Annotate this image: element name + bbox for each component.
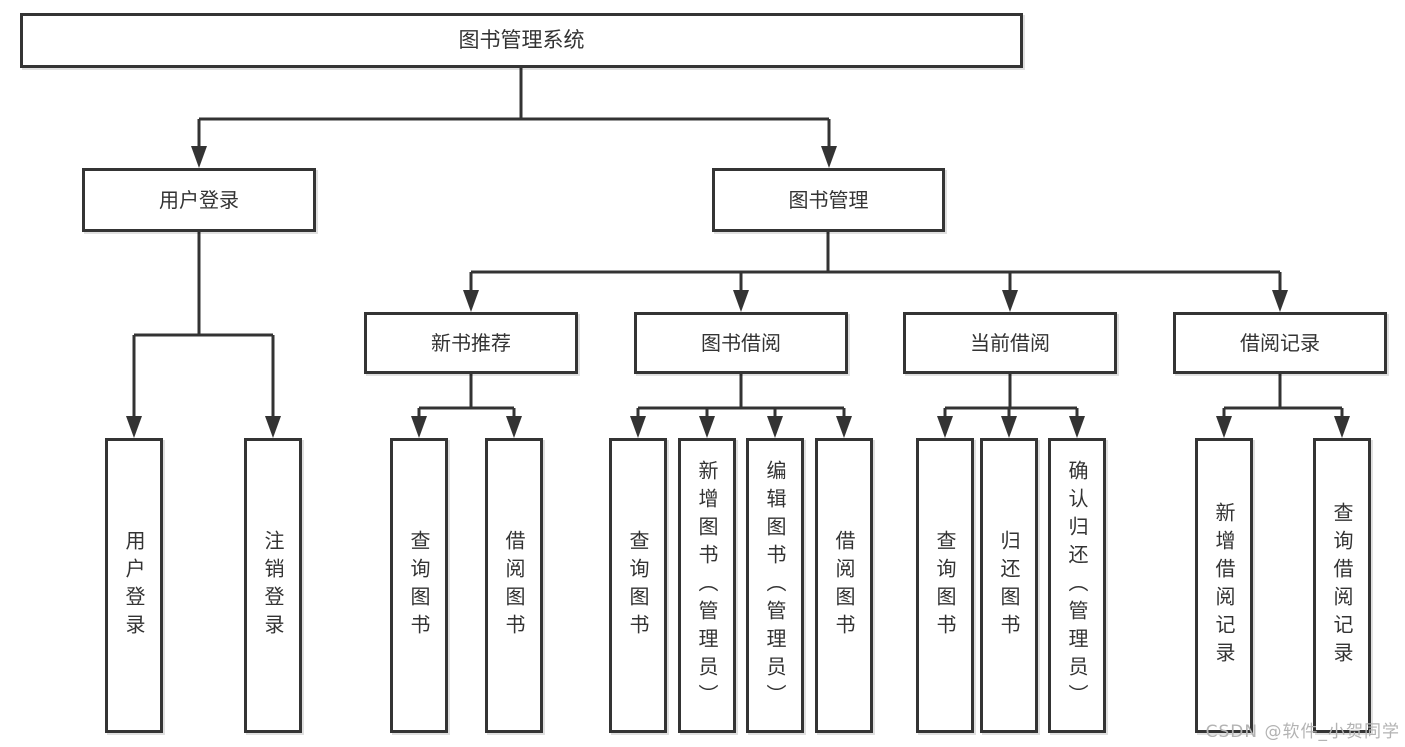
leaf-query-books-current: 查询图书: [916, 438, 974, 733]
node-book-borrow: 图书借阅: [634, 312, 848, 374]
leaf-add-book-admin: 新增图书（管理员）: [678, 438, 736, 733]
leaf-user-login: 用户登录: [105, 438, 163, 733]
leaf-query-books-recommend: 查询图书: [390, 438, 448, 733]
leaf-edit-book-admin: 编辑图书（管理员）: [746, 438, 804, 733]
node-new-book-recommend: 新书推荐: [364, 312, 578, 374]
leaf-query-borrow-record: 查询借阅记录: [1313, 438, 1371, 733]
csdn-watermark: CSDN @软件_小贺同学: [1205, 722, 1400, 742]
node-library-system: 图书管理系统: [20, 13, 1023, 68]
connector-records-to-leaves: [1222, 374, 1344, 419]
node-user-login: 用户登录: [82, 168, 316, 232]
leaf-add-borrow-record: 新增借阅记录: [1195, 438, 1253, 733]
node-current-borrow: 当前借阅: [903, 312, 1117, 374]
leaf-borrow-books-borrow: 借阅图书: [815, 438, 873, 733]
leaf-confirm-return-admin: 确认归还（管理员）: [1048, 438, 1106, 733]
leaf-borrow-books-recommend: 借阅图书: [485, 438, 543, 733]
node-borrow-records: 借阅记录: [1173, 312, 1387, 374]
connector-newbooks-to-leaves: [417, 374, 516, 419]
leaf-query-books-borrow: 查询图书: [609, 438, 667, 733]
leaf-logout: 注销登录: [244, 438, 302, 733]
connector-root-to-level2: [197, 68, 831, 150]
connector-userlogin-to-leaves: [132, 232, 275, 419]
connector-bookmgmt-to-level3: [469, 232, 1282, 293]
leaf-return-book: 归还图书: [980, 438, 1038, 733]
connector-borrow-to-leaves: [636, 374, 846, 419]
node-book-management: 图书管理: [712, 168, 945, 232]
connector-current-to-leaves: [943, 374, 1079, 419]
